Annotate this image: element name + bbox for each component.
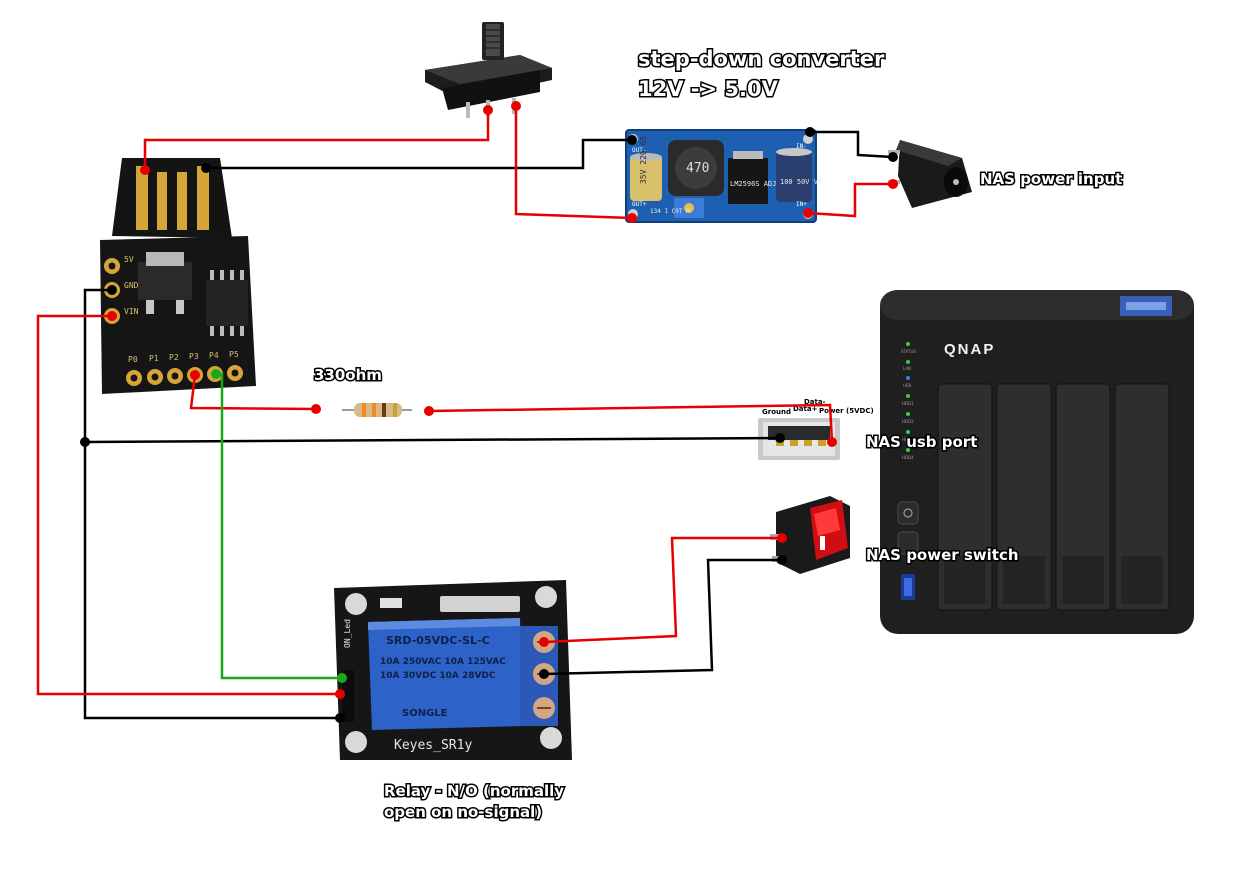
wire-red-switch-converter (514, 106, 633, 220)
relay-caption-line2: open on no-signal) (384, 803, 542, 821)
nas-power-input-label: NAS power input (980, 170, 1122, 188)
pin-p1-label: P1 (149, 354, 159, 363)
resistor-330ohm (342, 403, 412, 417)
relay-rating1-label: 10A 250VAC 10A 125VAC (380, 657, 506, 667)
slide-switch (425, 22, 552, 118)
relay-board-name: Keyes_SR1y (394, 738, 472, 753)
usb-data-plus-label: Data+ (793, 405, 818, 413)
pin-p2-label: P2 (169, 353, 179, 362)
nas-led-usb: USB (903, 383, 911, 388)
relay-brand-label: SONGLE (402, 708, 448, 719)
digispark-board: 5V GND VIN P0 P1 P2 P3 P4 P5 (100, 158, 256, 394)
pin-vin-label: VIN (124, 307, 139, 316)
connection-dots (80, 101, 898, 723)
wire-black-gnd-bus (83, 288, 340, 720)
nas-led-hdd2: HDD2 (902, 419, 914, 424)
usb-port: Ground Data- Data+ Power (5VDC) (758, 398, 874, 460)
relay-rating2-label: 10A 30VDC 10A 28VDC (380, 671, 496, 681)
qnap-nas: QNAP STATUS LAN USB HDD1 HDD2 HDD3 HDD4 (880, 290, 1194, 634)
nas-led-hdd1: HDD1 (902, 401, 914, 406)
usb-data-minus-label: Data- (804, 398, 826, 406)
relay-model-label: SRD-05VDC-SL-C (386, 634, 490, 647)
nas-led-hdd4: HDD4 (902, 455, 914, 460)
usb-ground-label: Ground (762, 408, 791, 416)
relay-caption-line1: Relay - N/O (normally (384, 782, 564, 800)
converter-pin-out-plus: OUT+ (632, 201, 647, 208)
converter-pin-in-minus: IN- (796, 143, 807, 150)
resistor-label: 330ohm (314, 366, 382, 384)
step-down-converter: 35V 220 6S 470 LM2596S ADJ 100 50V VT 13… (625, 129, 823, 223)
wire-red-5v-switch (143, 110, 490, 170)
nas-power-switch-label: NAS power switch (866, 546, 1019, 564)
pin-5v-label: 5V (124, 255, 134, 264)
pin-p4-label: P4 (209, 351, 219, 360)
dc-power-jack (888, 140, 972, 208)
pin-p3-label: P3 (189, 352, 199, 361)
relay-module: ON_Led SRD-05VDC-SL-C 10A 250VAC 10A 125… (334, 580, 572, 760)
wire-red-p3-resistor (189, 374, 317, 411)
converter-pin-in-plus: IN+ (796, 201, 807, 208)
wire-red-vin-relay (36, 314, 340, 696)
nas-led-status: STATUS (901, 349, 916, 354)
wire-red-relay-switch (543, 536, 782, 644)
converter-chip-label: LM2596S ADJ (730, 180, 776, 188)
wire-red-resistor-usb (428, 403, 834, 443)
converter-pot-label: 134 I C0T M (650, 208, 690, 215)
converter-inductor-label: 470 (686, 161, 709, 176)
converter-title-line2: 12V -> 5.0V (638, 77, 779, 101)
pin-gnd-label: GND (124, 281, 139, 290)
wire-black-usb-ground (84, 436, 781, 444)
wire-green-p4-relay (216, 372, 342, 680)
nas-usb-port-label: NAS usb port (866, 433, 977, 451)
wire-black-gnd-converter (206, 138, 632, 170)
nas-brand-label: QNAP (944, 341, 995, 358)
usb-power-label: Power (5VDC) (819, 407, 874, 415)
wire-red-converter-jack (807, 182, 893, 218)
pin-p0-label: P0 (128, 355, 138, 364)
relay-led-label: ON_Led (343, 619, 352, 648)
pin-p5-label: P5 (229, 350, 239, 359)
nas-led-hdd3: HDD3 (902, 437, 914, 442)
converter-title-line1: step-down converter (638, 47, 885, 71)
rocker-switch (770, 496, 850, 574)
wires (36, 106, 894, 720)
converter-cap-right-label: 100 50V VT (780, 178, 823, 186)
converter-cap-left-label: 35V 220 6S (639, 136, 648, 184)
wire-black-relay-switch (543, 558, 782, 676)
nas-led-lan: LAN (903, 366, 911, 371)
wire-black-converter-jack (810, 130, 894, 159)
converter-pin-out-minus: OUT- (632, 147, 646, 154)
